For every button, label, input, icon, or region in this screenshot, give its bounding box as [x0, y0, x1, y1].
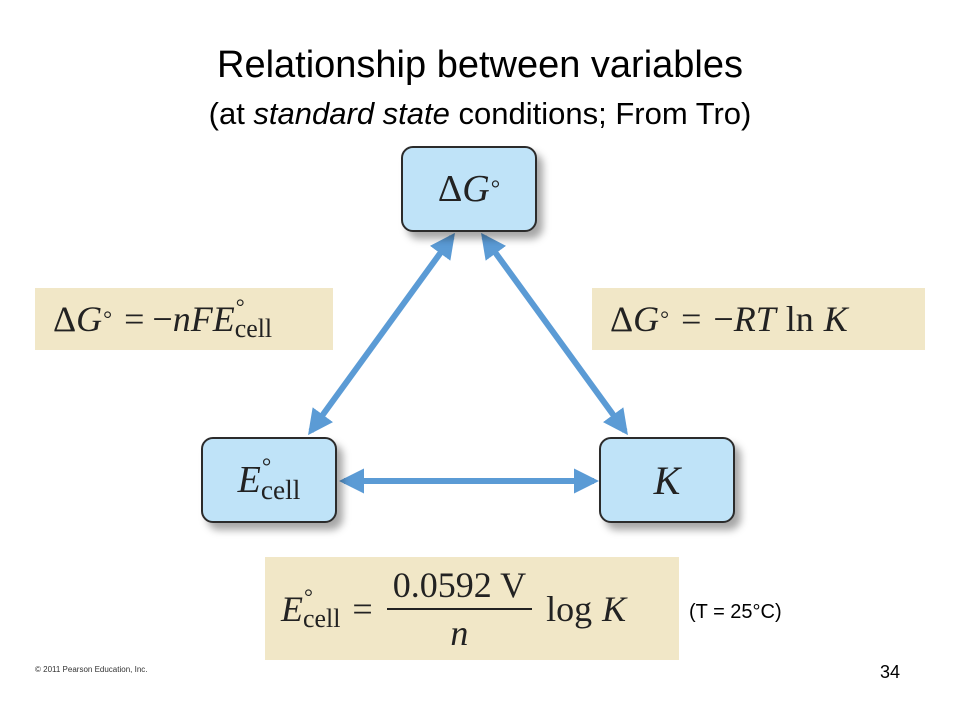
equals-sign: = [681, 299, 702, 339]
temperature-condition: (T = 25°C) [689, 601, 782, 623]
g-letter: G [462, 168, 490, 210]
g-letter: G [633, 299, 660, 339]
minus-sign: − [713, 299, 734, 339]
cell-subscript: cell [303, 603, 341, 633]
k-letter: K [602, 588, 627, 629]
copyright-notice: © 2011 Pearson Education, Inc. [35, 665, 148, 674]
delta-symbol: Δ [53, 299, 77, 339]
node-k: K [599, 437, 735, 523]
g-letter: G [76, 299, 103, 339]
delta-symbol: Δ [437, 168, 463, 210]
degree-symbol: ° [261, 454, 272, 481]
page-number: 34 [880, 662, 901, 682]
k-letter: K [823, 299, 848, 339]
slide-subtitle: (at standard state conditions; From Tro) [0, 96, 960, 132]
ln-function: ln [785, 299, 814, 339]
degree-symbol: ° [235, 294, 245, 320]
rt-term: RT [733, 299, 776, 339]
degree-symbol: ° [660, 306, 670, 331]
k-letter: K [653, 457, 681, 503]
arrow-dg-ecell [308, 232, 455, 436]
minus-sign: − [152, 299, 173, 339]
subtitle-italic: standard state [253, 96, 450, 131]
arrow-dg-k [481, 232, 628, 436]
slide-title: Relationship between variables [217, 44, 743, 86]
e-letter: E [281, 588, 303, 629]
fraction-denominator: n [450, 612, 469, 653]
node-e-cell: E°cell [201, 437, 337, 523]
subtitle-after: conditions; From Tro) [449, 96, 752, 131]
cell-subscript: cell [234, 314, 273, 344]
fraction-numerator: 0.0592 V [386, 564, 533, 610]
e-letter: E [237, 459, 261, 501]
log-function: log [546, 588, 593, 629]
equals-sign: = [352, 588, 373, 629]
degree-symbol: ° [304, 583, 313, 609]
delta-symbol: Δ [610, 299, 634, 339]
cell-subscript: cell [260, 475, 301, 506]
equals-sign: = [124, 299, 145, 339]
subtitle-before: (at [208, 96, 254, 131]
nfe-term: nFE [172, 299, 235, 339]
degree-symbol: ° [490, 175, 501, 202]
degree-symbol: ° [103, 306, 113, 331]
